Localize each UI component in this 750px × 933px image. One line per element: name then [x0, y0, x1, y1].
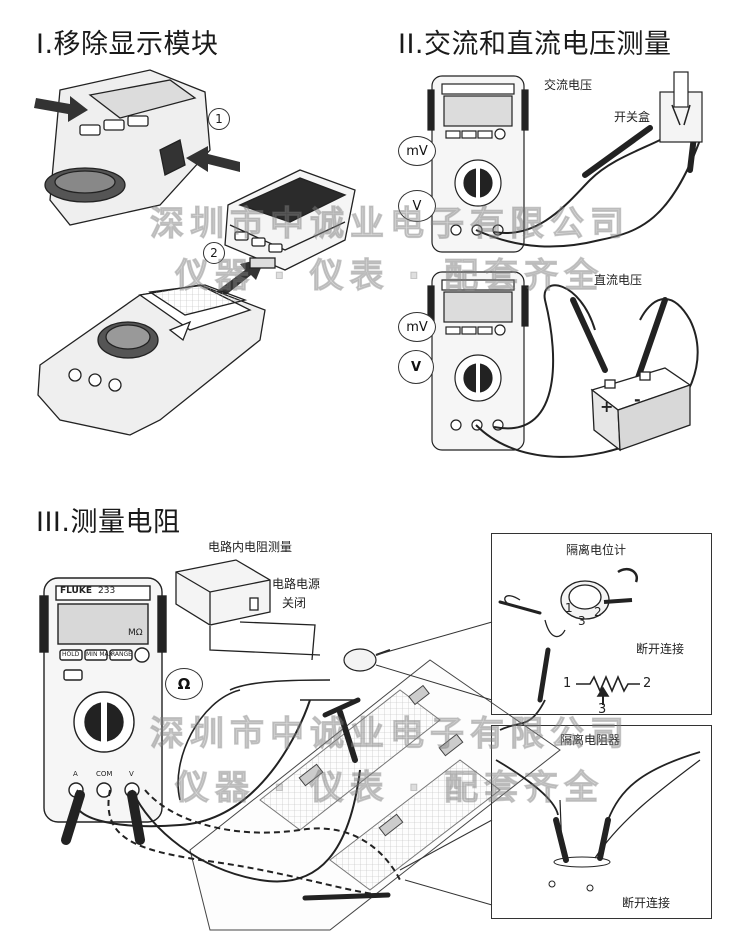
mv-dc-callout-text: mV [406, 319, 428, 335]
isolate-pot-title: 隔离电位计 [566, 543, 627, 557]
isolate-pot-inset [491, 533, 712, 715]
circuit-power-label-1: 电路电源 [272, 577, 321, 591]
v-dc-callout: V [398, 350, 434, 384]
watermark-line-1-top: 深圳市中诚业电子有限公司 [150, 204, 630, 245]
power-supply-box [175, 559, 271, 626]
mv-ac-callout: mV [398, 136, 436, 166]
section-3-title: III.测量电阻 [36, 507, 181, 538]
meter-jack-v: V [129, 770, 134, 778]
schematic-terminal-3: 3 [598, 702, 607, 717]
battery-plus: + [600, 397, 614, 416]
section-2-leads-ac [475, 125, 701, 248]
section-3-meter [39, 577, 167, 823]
resistor-inset-drawing [495, 751, 701, 892]
v-ac-callout-text: V [412, 198, 422, 214]
mv-ac-callout-text: mV [406, 143, 428, 159]
ohm-callout-text: Ω [177, 675, 191, 693]
battery [590, 367, 692, 452]
meter-jack-a: A [73, 770, 78, 778]
v-ac-callout: V [398, 190, 436, 222]
mv-dc-callout: mV [398, 312, 436, 342]
circuit-power-label-2: 关闭 [282, 596, 307, 610]
ohm-callout: Ω [165, 668, 203, 700]
battery-minus: - [634, 390, 641, 409]
meter-button-hold: HOLD [62, 651, 80, 658]
schematic-terminal-1: 1 [563, 676, 572, 691]
step-2-marker: 2 [203, 242, 225, 264]
ac-voltage-label: 交流电压 [544, 78, 593, 92]
pot-pin-3: 3 [578, 614, 586, 628]
section-2-meter-dc [427, 271, 529, 451]
meter-button-range: RANGE [111, 651, 132, 658]
isolate-resistor-title: 隔离电阻器 [560, 733, 621, 747]
resistor-schematic [576, 674, 640, 705]
disconnect-label-1: 断开连接 [636, 642, 685, 656]
section-1-drawing [34, 69, 356, 436]
meter-range-text: MΩ [128, 628, 143, 638]
watermark-line-1-bottom: 深圳市中诚业电子有限公司 [150, 714, 630, 755]
inset-pointer-lines [375, 621, 493, 906]
switch-box-label: 开关盒 [614, 110, 651, 124]
potentiometer-on-board [343, 648, 391, 672]
pot-inset-drawing [498, 567, 639, 731]
in-circuit-resistance-label: 电路内电阻测量 [208, 540, 293, 554]
step-1-marker: 1 [208, 108, 230, 130]
switch-box [659, 71, 703, 143]
v-dc-callout-text: V [410, 359, 422, 375]
watermark-line-2-bottom: 仪器 · 仪表 · 配套齐全 [174, 768, 605, 809]
section-2-title: II.交流和直流电压测量 [398, 29, 672, 60]
meter-jack-com: COM [96, 770, 113, 778]
meter-model: 233 [98, 586, 116, 596]
disconnect-label-2: 断开连接 [622, 896, 671, 910]
section-3-leads [61, 621, 401, 901]
isolate-resistor-inset [491, 725, 712, 919]
section-2-meter-ac [427, 75, 529, 253]
pot-pin-1: 1 [565, 601, 573, 615]
meter-brand: FLUKE [60, 586, 92, 596]
circuit-board [189, 659, 561, 931]
pot-pin-2: 2 [594, 605, 602, 619]
dc-voltage-label: 直流电压 [594, 273, 643, 287]
schematic-terminal-2: 2 [643, 676, 652, 691]
watermark-line-2-top: 仪器 · 仪表 · 配套齐全 [174, 256, 605, 297]
meter-button-minmax: MIN MAX [86, 651, 113, 658]
section-1-title: I.移除显示模块 [36, 29, 219, 60]
